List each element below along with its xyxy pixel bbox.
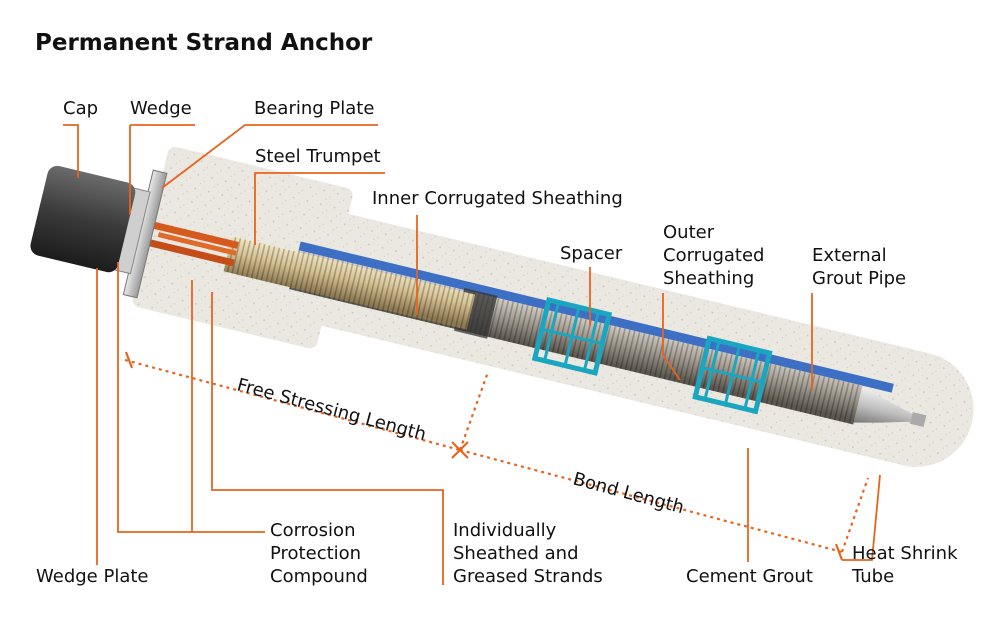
strand-shape [149, 221, 239, 249]
outer-sheathing-label-line2: Corrugated [663, 245, 765, 266]
page-title: Permanent Strand Anchor [35, 30, 373, 56]
heat-shrink-label-line1: Heat Shrink [852, 543, 958, 564]
outer-sheathing-label-line1: Outer [663, 222, 715, 243]
bond-length-label: Bond Length [571, 469, 687, 519]
spacer-shape [531, 297, 773, 415]
strands-label-line2: Sheathed and [453, 543, 579, 564]
free-stressing-length-label: Free Stressing Length [235, 375, 429, 446]
wedge-label: Wedge [130, 98, 192, 119]
cap-shape [30, 165, 136, 273]
wedge-plate-label: Wedge Plate [36, 566, 149, 587]
outer-sheathing-label-line3: Sheathing [663, 268, 755, 289]
bearing-plate-label: Bearing Plate [254, 98, 375, 119]
anchor-assembly [30, 165, 927, 428]
steel-trumpet-label: Steel Trumpet [255, 146, 381, 167]
corrosion-label-line1: Corrosion [270, 520, 356, 541]
inner-sheathing-label: Inner Corrugated Sheathing [372, 188, 623, 209]
cap-label: Cap [63, 98, 99, 119]
cement-grout-label: Cement Grout [686, 566, 813, 587]
spacer-label: Spacer [560, 243, 623, 264]
strands-label-line1: Individually [453, 520, 557, 541]
grout-pipe-label-line1: External [812, 245, 887, 266]
dimension-lines [124, 358, 870, 554]
corrosion-label-line3: Compound [270, 566, 368, 587]
nose-cone-shape [853, 387, 913, 423]
heat-shrink-label-line2: Tube [852, 566, 895, 587]
corrosion-label-line2: Protection [270, 543, 362, 564]
leader-lines [63, 124, 881, 585]
strands-label-line3: Greased Strands [453, 566, 603, 587]
grout-pipe-label-line2: Grout Pipe [812, 268, 907, 289]
